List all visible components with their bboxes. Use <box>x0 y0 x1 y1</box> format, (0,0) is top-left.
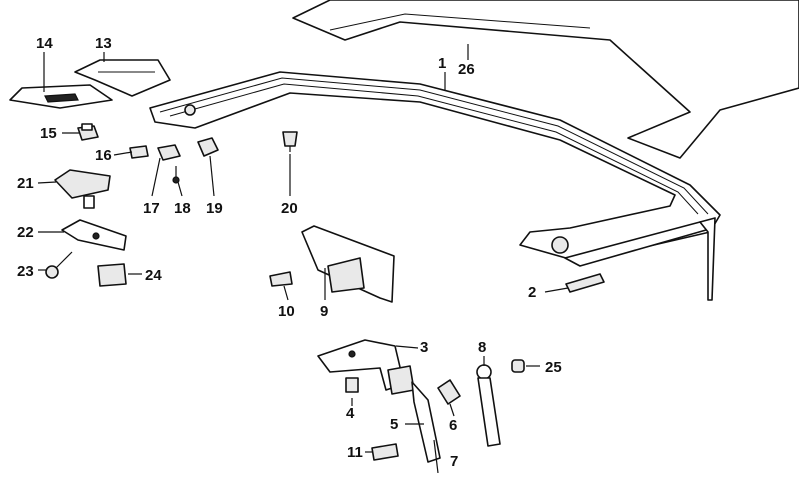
part-19-clip <box>197 137 219 157</box>
callout-2: 2 <box>528 284 536 301</box>
part-6-end-cap <box>437 379 461 405</box>
callout-7: 7 <box>450 453 458 470</box>
part-13-cover <box>74 59 171 97</box>
callout-23: 23 <box>17 263 34 280</box>
callout-6: 6 <box>449 417 457 434</box>
callout-5: 5 <box>390 416 398 433</box>
callout-3: 3 <box>420 339 428 356</box>
part-25-bushing <box>511 359 525 373</box>
part-21-bump-stop <box>54 169 111 209</box>
callout-15: 15 <box>40 125 57 142</box>
part-26-headliner-panel <box>292 0 799 159</box>
callout-21: 21 <box>17 175 34 192</box>
callout-25: 25 <box>545 359 562 376</box>
callout-14: 14 <box>36 35 53 52</box>
part-18-screw <box>172 166 180 184</box>
callout-11: 11 <box>347 444 363 461</box>
callout-13: 13 <box>95 35 112 52</box>
part-5-gas-strut <box>411 381 441 463</box>
part-2-seal-strip <box>564 217 716 301</box>
callout-19: 19 <box>206 200 223 217</box>
callout-4: 4 <box>346 405 355 422</box>
callout-24: 24 <box>145 267 162 284</box>
callout-22: 22 <box>17 224 34 241</box>
part-10-pin <box>269 271 293 287</box>
callout-10: 10 <box>278 303 295 320</box>
callout-9: 9 <box>320 303 328 320</box>
part-20-push-pin <box>282 131 298 152</box>
callout-16: 16 <box>95 147 112 164</box>
part-16-clip <box>129 145 149 159</box>
callout-labels: 1 26 2 3 4 5 6 7 8 9 10 11 13 14 15 16 1… <box>17 35 562 470</box>
part-4-screw <box>345 377 359 393</box>
part-11-pad <box>371 443 399 461</box>
part-24-connector <box>97 263 127 287</box>
callout-18: 18 <box>174 200 191 217</box>
part-1-frame <box>149 71 721 263</box>
leader-lines <box>37 44 569 453</box>
part-8-strut <box>476 364 501 447</box>
callout-17: 17 <box>143 200 160 217</box>
part-23-screw <box>45 251 73 279</box>
part-15-clip <box>77 123 99 141</box>
part-9-mounting-plate <box>301 225 395 303</box>
callout-8: 8 <box>478 339 486 356</box>
callout-1: 1 <box>438 55 446 72</box>
part-7-rod <box>433 439 439 474</box>
callout-20: 20 <box>281 200 298 217</box>
part-17-holder <box>157 144 181 161</box>
part-22-hinge <box>61 219 127 251</box>
callout-26: 26 <box>458 61 475 78</box>
part-14-bracket-plate <box>9 84 113 109</box>
part-3-latch <box>317 339 415 395</box>
